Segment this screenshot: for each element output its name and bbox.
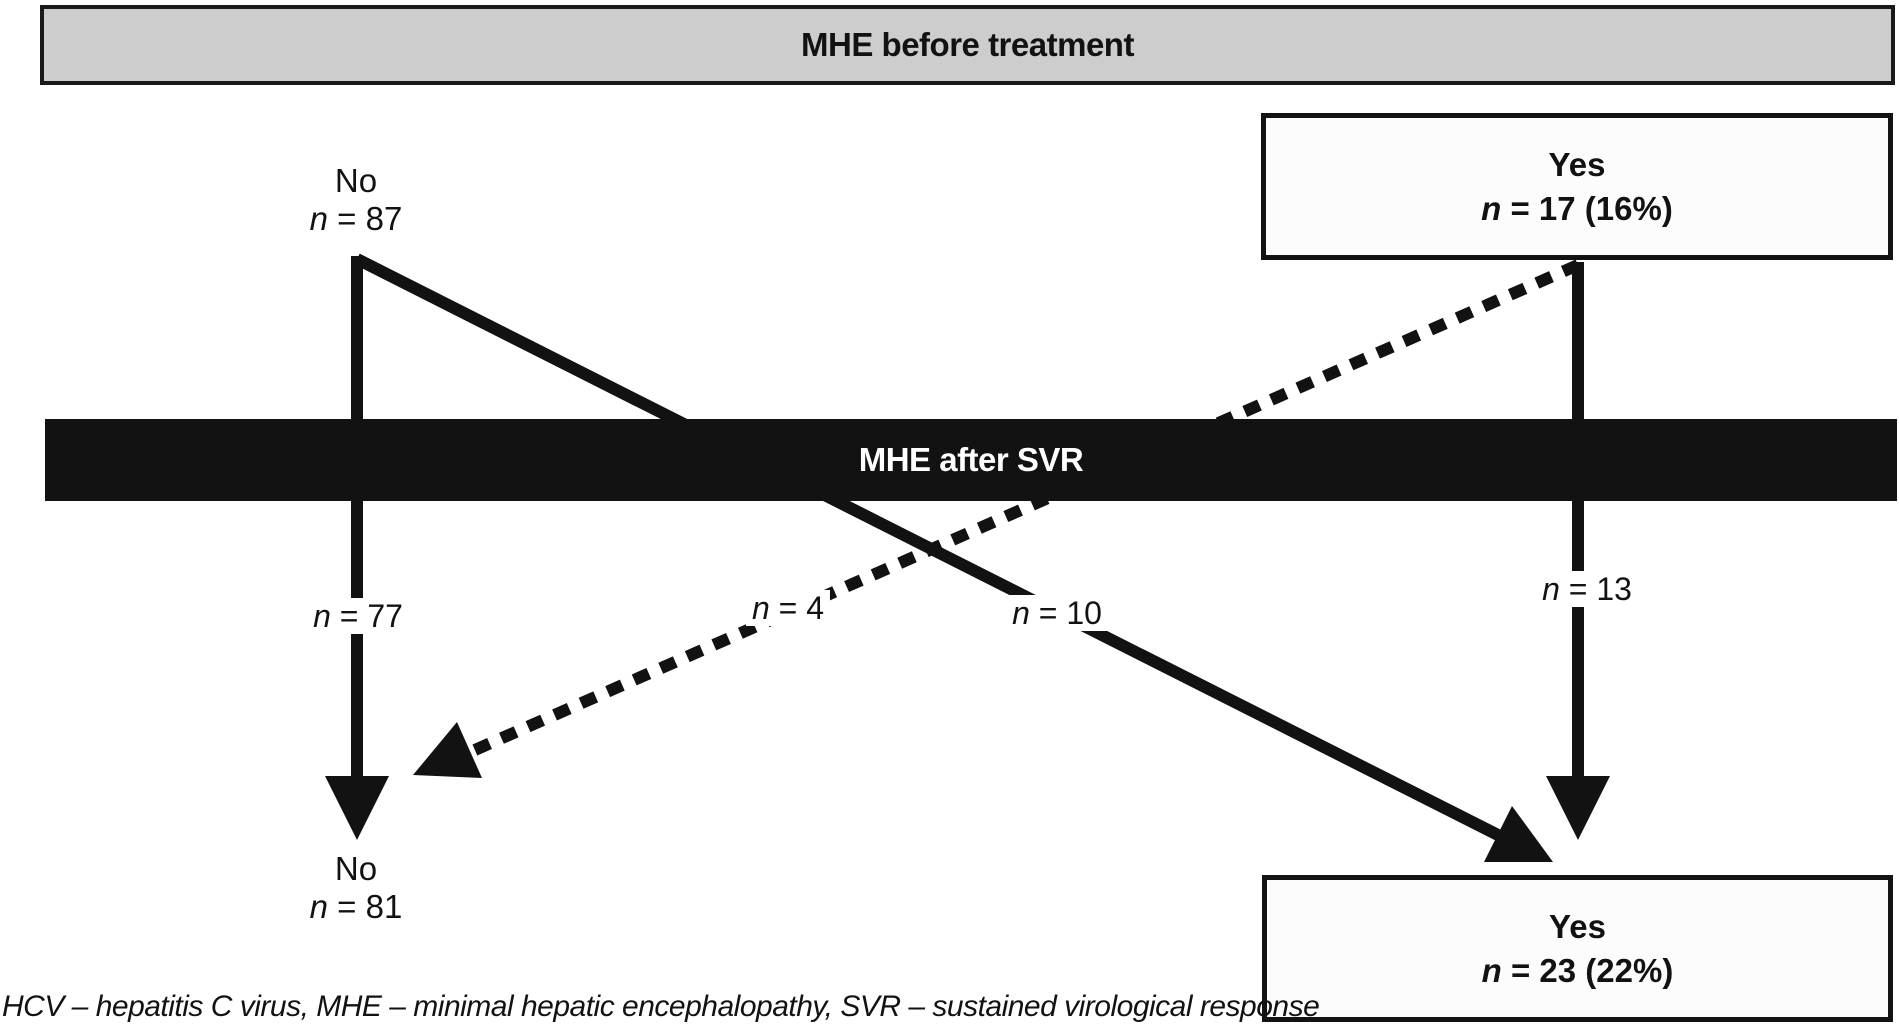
node-yes-before: Yes n = 17 (16%) [1261,113,1893,260]
node-yes-after: Yes n = 23 (22%) [1262,875,1893,1022]
arrow-label-n10: n = 10 [1006,595,1108,631]
node-yes-before-count: n = 17 (16%) [1481,189,1673,227]
arrow-yes-to-no-dashed-line [465,259,1581,759]
mhe-after-svr-title: MHE after SVR [858,441,1084,478]
arrow-label-n77: n = 77 [307,598,409,634]
arrow-no-to-no-arrowhead-icon [325,776,389,840]
mhe-after-svr-bar: MHE after SVR [45,419,1897,501]
arrow-yes-to-no-arrowhead-icon [413,722,482,778]
arrow-label-n13: n = 13 [1536,571,1638,607]
arrow-no-to-yes-arrowhead-icon [1484,806,1553,862]
node-yes-after-count: n = 23 (22%) [1481,951,1674,989]
arrow-label-n4: n = 4 [745,590,831,626]
node-no-after: No n = 81 [236,850,476,926]
n-symbol: n [751,590,770,626]
node-no-before-label: No [334,162,378,199]
mhe-before-treatment-bar: MHE before treatment [40,5,1895,85]
node-yes-before-label: Yes [1548,145,1606,183]
abbreviations-footnote: HCV – hepatitis C virus, MHE – minimal h… [2,990,1320,1023]
node-yes-after-label: Yes [1549,907,1606,945]
node-no-before: No n = 87 [236,162,476,238]
n-symbol: n [309,888,329,925]
node-no-before-count: n = 87 [309,200,403,237]
n-symbol: n [1481,951,1502,989]
n-symbol: n [309,200,329,237]
n-symbol: n [1012,595,1030,631]
n-symbol: n [1481,189,1502,227]
arrow-yes-to-yes-arrowhead-icon [1546,776,1610,840]
arrow-no-to-yes-line [354,253,1503,842]
n-symbol: n [1542,571,1560,607]
n-symbol: n [313,598,331,634]
node-no-after-count: n = 81 [309,888,403,925]
mhe-before-treatment-title: MHE before treatment [801,26,1134,63]
node-no-after-label: No [334,850,378,887]
